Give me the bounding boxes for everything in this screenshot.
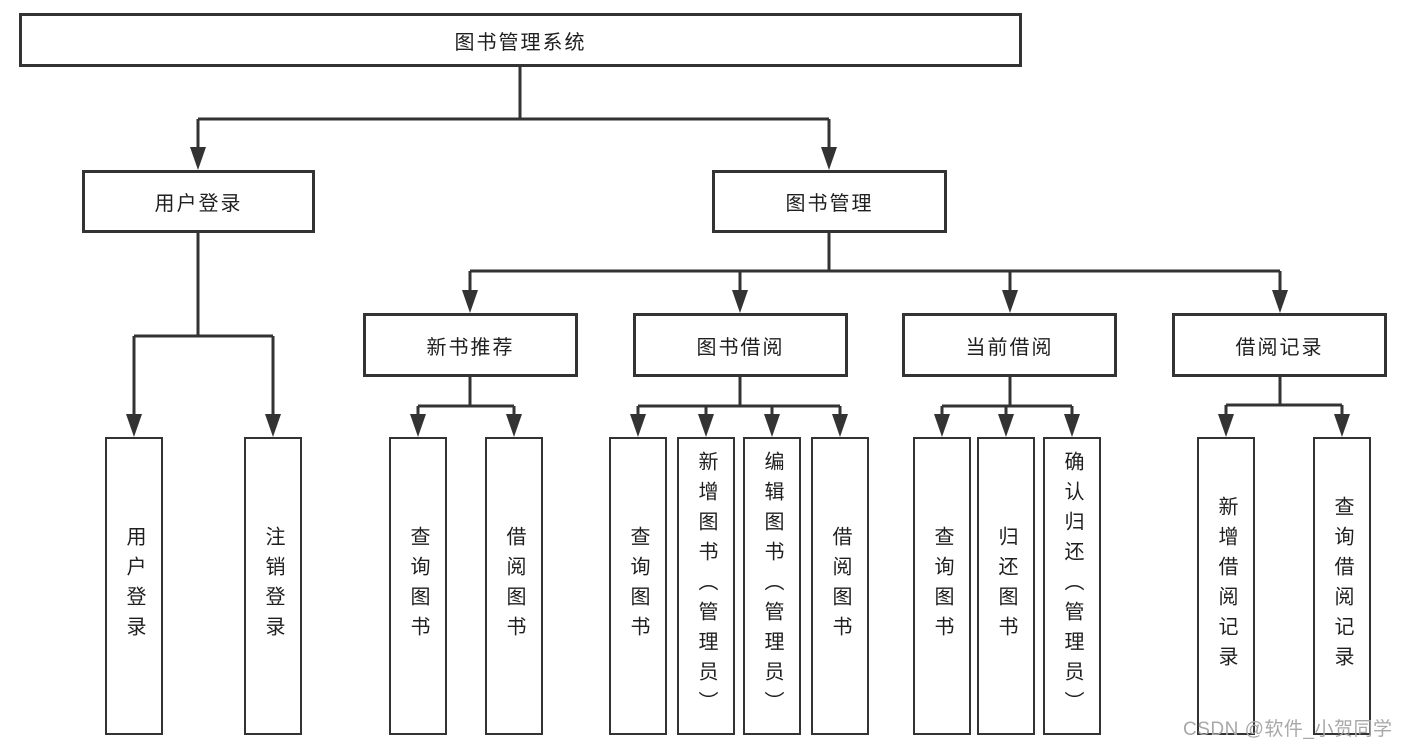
leaf-query-borrow-record-label: 查询借阅记录 xyxy=(1331,496,1353,676)
node-book-borrow: 图书借阅 xyxy=(633,313,848,377)
node-new-book-recommend: 新书推荐 xyxy=(363,313,578,377)
node-borrow-records-label: 借阅记录 xyxy=(1235,336,1324,359)
leaf-edit-book-admin: 编辑图书（管理员） xyxy=(743,437,801,735)
node-root: 图书管理系统 xyxy=(19,13,1022,67)
leaf-borrow-books-recommend: 借阅图书 xyxy=(485,437,543,735)
node-book-management-label: 图书管理 xyxy=(785,193,874,215)
node-root-label: 图书管理系统 xyxy=(454,31,587,54)
node-borrow-records: 借阅记录 xyxy=(1172,313,1387,377)
leaf-borrow-books: 借阅图书 xyxy=(811,437,869,735)
node-user-login: 用户登录 xyxy=(82,170,315,233)
node-book-management: 图书管理 xyxy=(712,170,947,233)
leaf-query-borrow-record: 查询借阅记录 xyxy=(1313,437,1371,735)
node-book-borrow-label: 图书借阅 xyxy=(696,336,785,359)
node-new-book-recommend-label: 新书推荐 xyxy=(426,336,515,359)
leaf-user-login-label: 用户登录 xyxy=(123,526,145,646)
leaf-confirm-return-admin: 确认归还（管理员） xyxy=(1043,437,1101,735)
leaf-add-book-admin: 新增图书（管理员） xyxy=(677,437,735,735)
leaf-borrow-books-label: 借阅图书 xyxy=(829,526,851,646)
leaf-return-books-label: 归还图书 xyxy=(995,526,1017,646)
leaf-user-login: 用户登录 xyxy=(105,437,163,735)
leaf-query-books-current: 查询图书 xyxy=(913,437,971,735)
leaf-add-book-admin-label: 新增图书（管理员） xyxy=(695,451,717,721)
leaf-query-books-borrow-label: 查询图书 xyxy=(627,526,649,646)
csdn-watermark: CSDN @软件_小贺同学 xyxy=(1183,719,1393,740)
leaf-edit-book-admin-label: 编辑图书（管理员） xyxy=(761,451,783,721)
node-user-login-label: 用户登录 xyxy=(154,193,243,215)
leaf-confirm-return-admin-label: 确认归还（管理员） xyxy=(1061,451,1083,721)
leaf-return-books: 归还图书 xyxy=(977,437,1035,735)
leaf-logout: 注销登录 xyxy=(244,437,302,735)
node-current-borrow-label: 当前借阅 xyxy=(965,336,1054,359)
leaf-add-borrow-record-label: 新增借阅记录 xyxy=(1215,496,1237,676)
node-current-borrow: 当前借阅 xyxy=(902,313,1117,377)
leaf-logout-label: 注销登录 xyxy=(262,526,284,646)
leaf-query-books-borrow: 查询图书 xyxy=(609,437,667,735)
leaf-query-books-current-label: 查询图书 xyxy=(931,526,953,646)
leaf-borrow-books-recommend-label: 借阅图书 xyxy=(503,526,525,646)
leaf-query-books-recommend-label: 查询图书 xyxy=(407,526,429,646)
leaf-query-books-recommend: 查询图书 xyxy=(389,437,447,735)
leaf-add-borrow-record: 新增借阅记录 xyxy=(1197,437,1255,735)
